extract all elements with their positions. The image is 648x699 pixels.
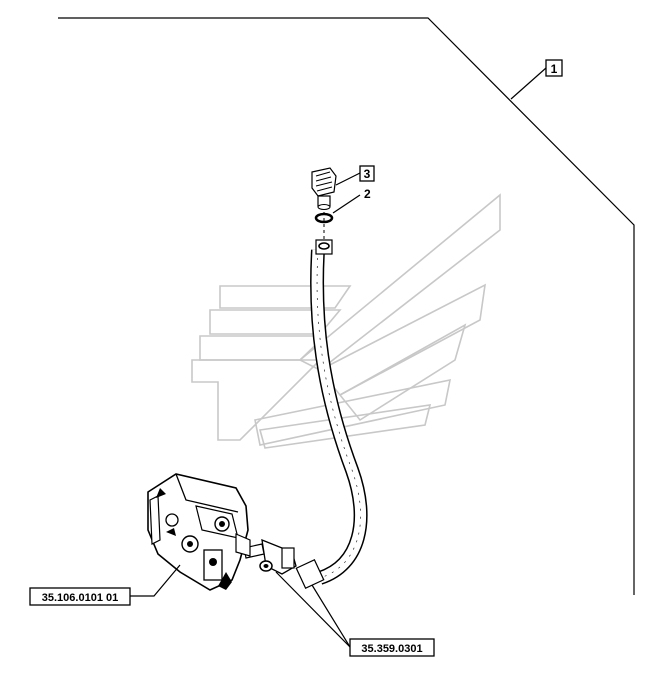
item-1-leader xyxy=(510,67,547,100)
hydraulic-pump xyxy=(147,473,251,591)
callout-1-label: 1 xyxy=(551,62,558,76)
callout-1[interactable]: 1 xyxy=(545,59,563,77)
brand-watermark-logo xyxy=(191,193,501,449)
fitting-leader-a xyxy=(275,571,351,648)
callout-2-label[interactable]: 2 xyxy=(364,187,371,201)
connector-fitting xyxy=(311,167,337,210)
item-3-leader xyxy=(335,172,361,186)
tee-fitting xyxy=(243,538,297,575)
callout-3[interactable]: 3 xyxy=(359,165,375,182)
callout-fitting-ref-label: 35.359.0301 xyxy=(361,643,422,655)
fitting-leader-b xyxy=(311,584,351,648)
item-2-leader xyxy=(332,194,361,214)
callout-fitting-ref[interactable]: 35.359.0301 xyxy=(349,638,435,657)
hydraulic-hose xyxy=(295,239,368,589)
callout-pump-ref[interactable]: 35.106.0101 01 xyxy=(29,587,131,606)
item-1-range-line xyxy=(58,17,635,595)
callout-pump-ref-label: 35.106.0101 01 xyxy=(42,592,118,604)
callout-3-label: 3 xyxy=(364,167,371,181)
pump-leader xyxy=(130,564,181,597)
